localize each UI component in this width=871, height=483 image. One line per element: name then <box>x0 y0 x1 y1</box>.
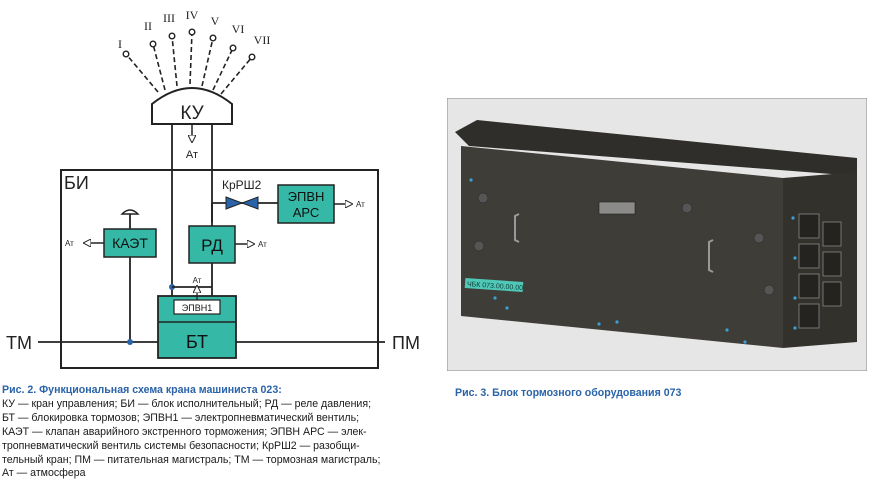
kaet-label: КАЭТ <box>112 235 148 251</box>
ku-label: КУ <box>180 103 204 124</box>
krsh2-label: КрРШ2 <box>222 178 262 192</box>
figure-2-legend: КУ — кран управления; БИ — блок исполнит… <box>2 397 381 480</box>
position-label-2: II <box>144 19 152 33</box>
bt-atmosphere-label: Ат <box>193 276 202 285</box>
functional-scheme-diagram: I II III IV V VI VII КУ Ат БИ КрРШ2 ЭПВН… <box>6 8 420 369</box>
position-label-1: I <box>118 37 122 51</box>
position-label-4: IV <box>186 8 199 22</box>
epvn-ars-label-line2: АРС <box>293 205 320 220</box>
unit-right-side <box>783 172 857 348</box>
ku-position-markers <box>122 28 256 61</box>
krsh2-valve <box>225 196 259 210</box>
epvn1-label: ЭПВН1 <box>182 303 212 313</box>
brake-unit-photo: ЧБК 073.00.00.00 <box>447 98 867 371</box>
bt-label: БТ <box>186 332 208 352</box>
pm-label: ПМ <box>392 333 420 353</box>
figure-2-title: Рис. 2. Функциональная схема крана машин… <box>2 384 282 396</box>
position-label-5: V <box>211 14 220 28</box>
epvn-ars-label-line1: ЭПВН <box>288 189 325 204</box>
right-handle <box>708 239 714 273</box>
ku-position-lines <box>125 31 253 95</box>
figure-2-caption: Рис. 2. Функциональная схема крана машин… <box>2 384 430 481</box>
tm-label: ТМ <box>6 333 32 353</box>
left-handle <box>514 213 520 243</box>
unit-green-label: ЧБК 073.00.00.00 <box>467 281 524 292</box>
kaet-atmosphere-label: Ат <box>65 239 74 248</box>
unit-front-face <box>461 146 783 348</box>
bi-block <box>60 169 379 369</box>
epvn-ars-atmosphere-label: Ат <box>356 200 365 209</box>
bi-label: БИ <box>64 173 89 193</box>
position-label-3: III <box>163 11 175 25</box>
side-connectors <box>798 213 842 329</box>
position-label-6: VI <box>232 22 245 36</box>
unit-name-plate <box>598 201 636 215</box>
rd-label: РД <box>201 236 223 255</box>
figure-3-caption: Рис. 3. Блок тормозного оборудования 073 <box>455 387 682 399</box>
ku-atmosphere-label: Ат <box>186 149 198 161</box>
ku-block <box>151 87 233 125</box>
position-label-7: VII <box>254 33 271 47</box>
kaet-handle-icon <box>120 209 140 215</box>
rd-atmosphere-label: Ат <box>258 240 267 249</box>
